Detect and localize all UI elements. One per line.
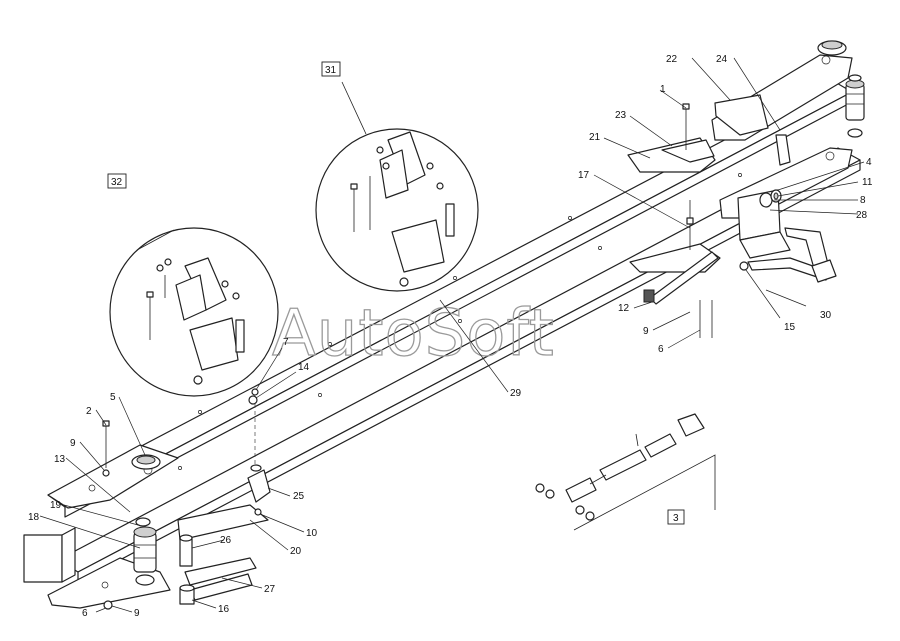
callout-box-32: 32 <box>107 173 127 189</box>
label-23: 23 <box>615 110 627 121</box>
label-9-left: 9 <box>70 438 76 449</box>
plate-22 <box>714 94 769 136</box>
left-end-plate-upper <box>47 444 179 509</box>
cylinder-16 <box>179 584 195 605</box>
label-6-right: 6 <box>658 344 664 355</box>
nut-15 <box>739 261 749 271</box>
beam-holes <box>178 173 742 470</box>
leader-lines <box>39 57 865 613</box>
lever-20 <box>177 504 269 541</box>
bushing-5 <box>131 454 161 470</box>
watermark-text: AutoSoft <box>272 297 555 371</box>
label-12: 12 <box>618 303 630 314</box>
label-30: 30 <box>820 310 832 321</box>
detail-view-31 <box>315 81 479 292</box>
label-8: 8 <box>860 195 866 206</box>
label-10: 10 <box>306 528 318 539</box>
label-11: 11 <box>862 177 873 188</box>
bolt-17 <box>686 200 694 250</box>
label-9-bottom: 9 <box>134 608 140 619</box>
roller-bushing-left <box>133 517 157 586</box>
washer-14 <box>248 395 258 405</box>
label-13: 13 <box>54 454 66 465</box>
svg-text:32: 32 <box>111 177 123 188</box>
label-24: 24 <box>716 54 728 65</box>
washer-7 <box>251 388 259 396</box>
link-end-12 <box>643 289 655 303</box>
bolts-6-right <box>699 300 713 338</box>
label-15: 15 <box>784 322 796 333</box>
bushing-set-4-11-8 <box>759 189 782 208</box>
label-19: 19 <box>50 500 62 511</box>
label-14: 14 <box>298 362 310 373</box>
label-7: 7 <box>283 337 289 348</box>
label-21: 21 <box>589 132 601 143</box>
label-4: 4 <box>866 157 872 168</box>
clevis-25 <box>247 464 271 503</box>
arm-27 <box>184 557 257 586</box>
cylinder-26 <box>179 534 193 567</box>
plate-23 <box>661 139 715 163</box>
bracket-30 <box>747 227 837 283</box>
detail-assembly-3 <box>535 413 716 531</box>
nut-10 <box>254 508 262 516</box>
svg-text:31: 31 <box>325 65 337 76</box>
callout-box-3: 3 <box>667 509 685 525</box>
label-6-left: 6 <box>82 608 88 619</box>
label-5: 5 <box>110 392 116 403</box>
label-2: 2 <box>86 406 92 417</box>
callout-box-31: 31 <box>321 61 341 77</box>
roller-bushing-right <box>845 74 865 138</box>
label-17: 17 <box>578 170 590 181</box>
label-16: 16 <box>218 604 230 615</box>
label-20: 20 <box>290 546 302 557</box>
nut-6-left <box>103 600 113 610</box>
pivot-24 <box>775 134 791 166</box>
bracket-18 <box>23 527 76 583</box>
label-9-right: 9 <box>643 326 649 337</box>
detail-view-32 <box>109 227 279 397</box>
label-1: 1 <box>660 84 666 95</box>
svg-text:3: 3 <box>673 513 679 524</box>
label-29: 29 <box>510 388 522 399</box>
label-22: 22 <box>666 54 678 65</box>
label-25: 25 <box>293 491 305 502</box>
bolt-2 <box>102 420 110 477</box>
bolt-1 <box>682 103 690 150</box>
label-26: 26 <box>220 535 232 546</box>
label-27: 27 <box>264 584 276 595</box>
label-28: 28 <box>856 210 868 221</box>
label-18: 18 <box>28 512 40 523</box>
part-labels: 1 22 24 23 21 17 4 11 8 28 30 15 12 9 6 … <box>28 54 873 619</box>
